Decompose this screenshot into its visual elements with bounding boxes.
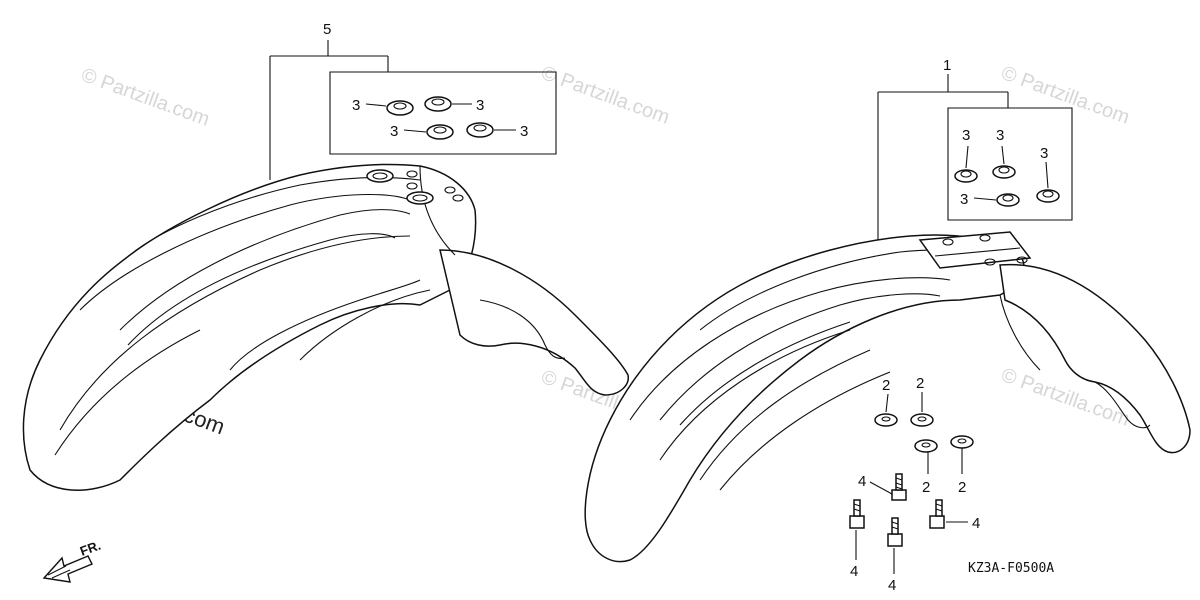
callout-grommet: 3 bbox=[996, 127, 1004, 144]
right-set-bracket: 1 bbox=[877, 57, 1009, 240]
callout-left-fender-set: 5 bbox=[323, 21, 331, 38]
callout-right-fender-set: 1 bbox=[943, 57, 951, 74]
callout-grommet: 3 bbox=[1040, 145, 1048, 162]
bolt-part bbox=[887, 517, 903, 547]
bolt-parts: 4 4 4 4 bbox=[849, 473, 980, 594]
callout-washer: 2 bbox=[882, 377, 890, 394]
callout-bolt: 4 bbox=[888, 577, 896, 594]
right-grommet-box: 3 3 3 3 bbox=[947, 107, 1073, 221]
callout-washer: 2 bbox=[916, 375, 924, 392]
right-fender bbox=[584, 231, 1191, 563]
callout-grommet: 3 bbox=[390, 123, 398, 140]
washer-parts: 2 2 2 2 bbox=[874, 375, 974, 496]
bolt-part bbox=[891, 473, 907, 501]
direction-label: FR. bbox=[78, 538, 103, 559]
callout-grommet: 3 bbox=[352, 97, 360, 114]
callout-grommet: 3 bbox=[960, 191, 968, 208]
callout-bolt: 4 bbox=[850, 563, 858, 580]
callout-washer: 2 bbox=[958, 479, 966, 496]
diagram-code: KZ3A-F0500A bbox=[968, 561, 1054, 576]
callout-bolt: 4 bbox=[972, 515, 980, 532]
watermark: © Partzilla.com bbox=[998, 62, 1132, 129]
callout-washer: 2 bbox=[922, 479, 930, 496]
left-set-bracket: 5 bbox=[269, 21, 389, 180]
grommet-part bbox=[386, 96, 494, 140]
watermark: © Partzilla.com bbox=[538, 62, 672, 129]
left-grommet-box: 3 3 3 3 bbox=[329, 71, 557, 155]
bolt-part bbox=[849, 499, 865, 529]
grommet-part bbox=[954, 165, 1060, 207]
callout-grommet: 3 bbox=[962, 127, 970, 144]
callout-grommet: 3 bbox=[476, 97, 484, 114]
bolt-part bbox=[929, 499, 945, 529]
callout-bolt: 4 bbox=[858, 473, 866, 490]
left-fender bbox=[22, 163, 629, 491]
front-direction-arrow-icon: FR. bbox=[42, 538, 103, 583]
washer-part bbox=[874, 413, 974, 453]
callout-grommet: 3 bbox=[520, 123, 528, 140]
watermark: © Partzilla.com bbox=[78, 64, 212, 131]
